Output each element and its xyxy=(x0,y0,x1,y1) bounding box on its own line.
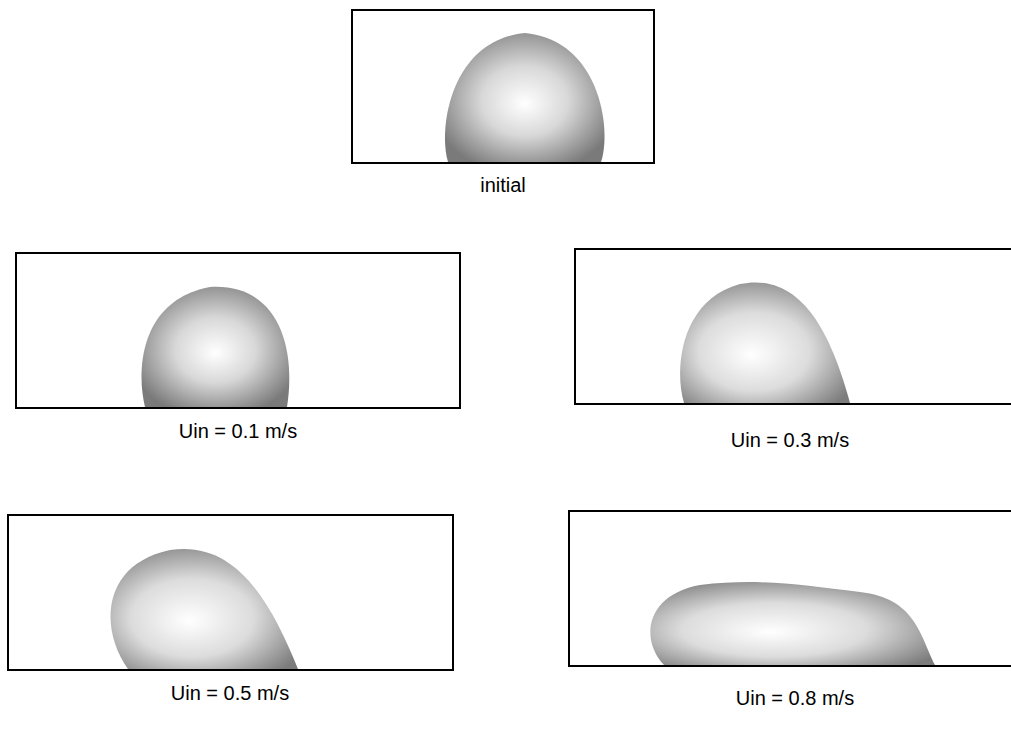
panel xyxy=(575,249,1011,404)
droplet xyxy=(650,582,935,665)
droplet xyxy=(141,287,289,407)
droplet xyxy=(111,549,298,669)
panel-caption: Uin = 0.1 m/s xyxy=(179,420,297,443)
panel-caption: Uin = 0.8 m/s xyxy=(736,687,854,710)
panel-caption: Uin = 0.5 m/s xyxy=(171,682,289,705)
panel xyxy=(8,515,453,670)
droplet xyxy=(680,282,850,403)
panel xyxy=(569,511,1011,666)
panel-caption: initial xyxy=(480,174,526,197)
droplet xyxy=(445,33,605,162)
panel xyxy=(16,253,460,408)
panel xyxy=(352,10,654,163)
panel-caption: Uin = 0.3 m/s xyxy=(731,429,849,452)
